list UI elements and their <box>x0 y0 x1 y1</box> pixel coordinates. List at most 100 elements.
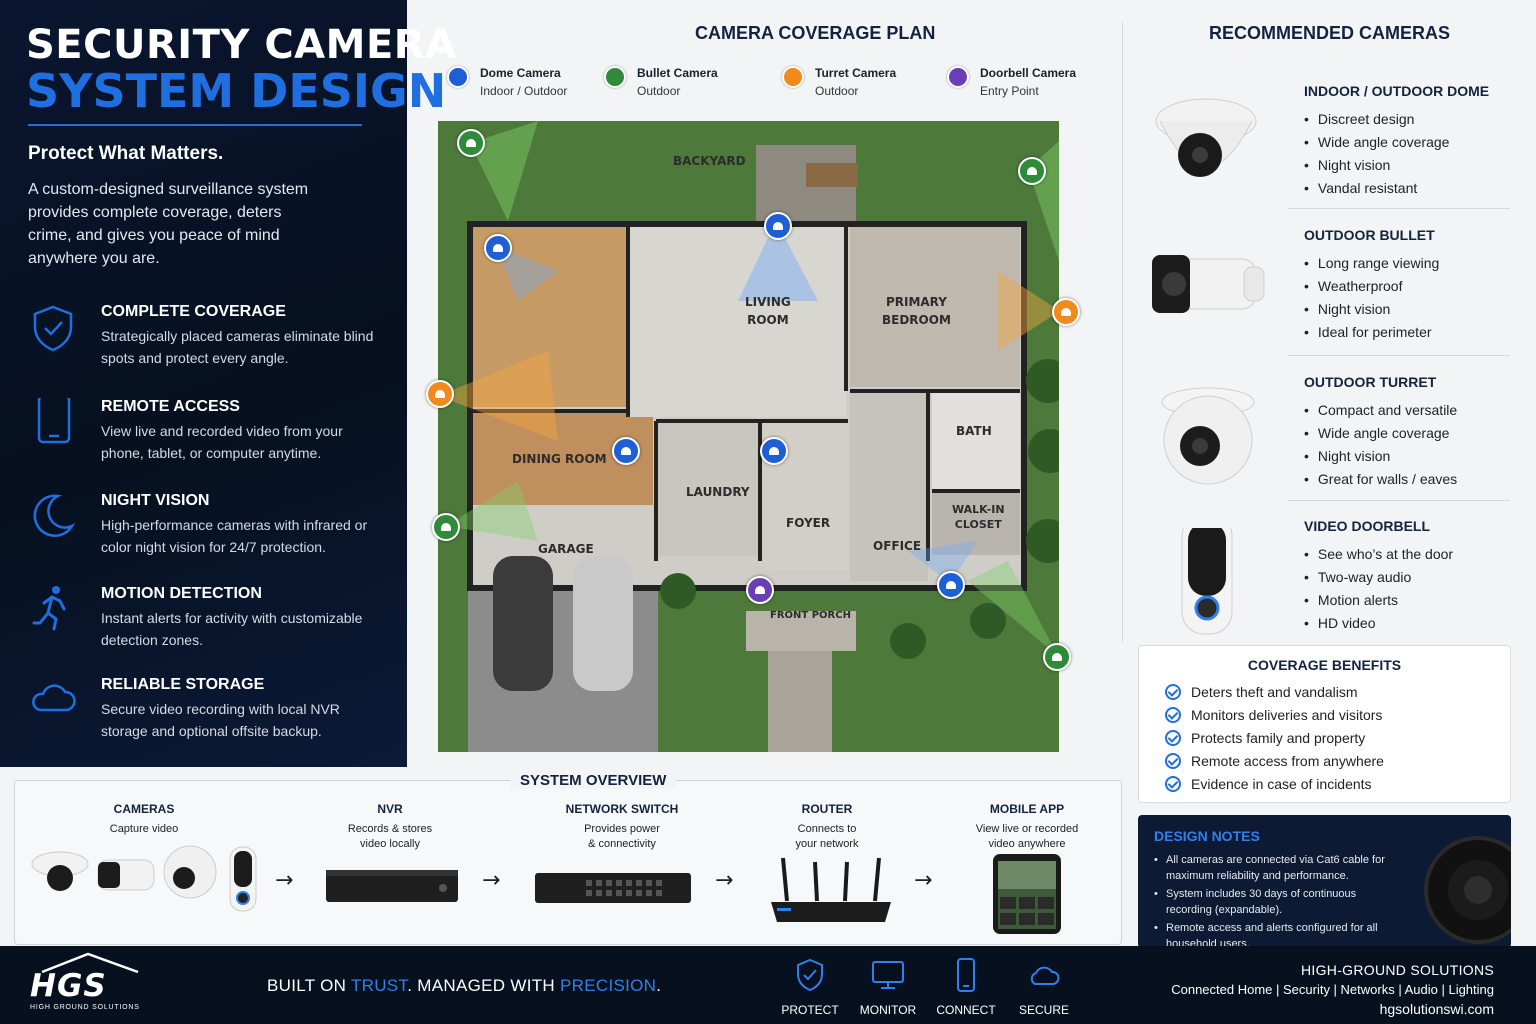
design-notes: DESIGN NOTES All cameras are connected v… <box>1138 815 1511 948</box>
step-title: ROUTER <box>801 802 853 816</box>
feature-desc: High-performance cameras with infrared o… <box>101 517 368 555</box>
dome-camera-marker[interactable] <box>760 437 788 465</box>
feature-remote-access: REMOTE ACCESS View live and recorded vid… <box>28 398 388 468</box>
product-features: Long range viewing Weatherproof Night vi… <box>1304 252 1439 344</box>
arrow-right-icon: → <box>275 868 294 893</box>
room-primary-bedroom: PRIMARY BEDROOM <box>882 295 951 327</box>
product-feature: Discreet design <box>1304 108 1449 131</box>
benefit-label: Evidence in case of incidents <box>1191 776 1372 792</box>
shield-check-icon <box>797 958 823 992</box>
legend-sub: Outdoor <box>637 84 681 98</box>
system-title: SYSTEM OVERVIEW <box>510 772 677 789</box>
product-feature: Motion alerts <box>1304 589 1453 612</box>
footer <box>0 946 1536 1024</box>
feature-title: MOTION DETECTION <box>101 585 262 602</box>
room-bath: BATH <box>956 424 992 438</box>
product-feature: Two-way audio <box>1304 566 1453 589</box>
bullet-camera-marker[interactable] <box>432 513 460 541</box>
divider <box>1288 355 1510 356</box>
mobile-app-icon <box>993 854 1061 934</box>
footer-monitor: MONITOR <box>853 958 923 1017</box>
room-living: LIVING ROOM <box>745 295 791 327</box>
company-info: HIGH-GROUND SOLUTIONS Connected Home | S… <box>1171 962 1494 1017</box>
product-title: VIDEO DOORBELL <box>1304 518 1431 534</box>
product-turret: OUTDOOR TURRET Compact and versatile Wid… <box>1148 374 1510 514</box>
bullet-camera-icon <box>1152 255 1265 313</box>
title-line-2: SYSTEM DESIGN <box>26 64 447 118</box>
company-website[interactable]: hgsolutionswi.com <box>1379 1001 1494 1017</box>
feature-motion-detection: MOTION DETECTION Instant alerts for acti… <box>28 585 388 655</box>
product-bullet: OUTDOOR BULLET Long range viewing Weathe… <box>1148 227 1510 367</box>
feature-title: RELIABLE STORAGE <box>101 676 265 693</box>
step-router: ROUTER Connects to your network <box>742 802 912 852</box>
turret-camera-marker[interactable] <box>426 380 454 408</box>
product-title: OUTDOOR BULLET <box>1304 227 1435 243</box>
logo-text: HGS <box>30 968 107 1004</box>
legend-sub: Outdoor <box>815 84 859 98</box>
product-feature: Night vision <box>1304 154 1449 177</box>
divider <box>1288 208 1510 209</box>
dome-camera-icon <box>447 66 469 88</box>
legend-dome: Dome Camera Indoor / Outdoor <box>447 66 597 102</box>
doorbell-icon <box>1181 528 1233 635</box>
legend-sub: Entry Point <box>980 84 1039 98</box>
product-feature: See who’s at the door <box>1304 543 1453 566</box>
benefit-label: Monitors deliveries and visitors <box>1191 707 1383 723</box>
step-desc: Provides power & connectivity <box>584 823 660 850</box>
product-features: See who’s at the door Two-way audio Moti… <box>1304 543 1453 635</box>
bullet-camera-marker[interactable] <box>1043 643 1071 671</box>
dome-camera-marker[interactable] <box>937 571 965 599</box>
footer-connect: CONNECT <box>931 958 1001 1017</box>
dome-camera-icon <box>1155 98 1257 177</box>
note-item: All cameras are connected via Cat6 cable… <box>1154 852 1404 884</box>
coverage-benefits: COVERAGE BENEFITS Deters theft and vanda… <box>1138 645 1511 803</box>
feature-title: COMPLETE COVERAGE <box>101 303 286 320</box>
footer-label: PROTECT <box>781 1003 839 1017</box>
slogan-highlight: TRUST <box>350 976 408 995</box>
note-item: Remote access and alerts configured for … <box>1154 920 1404 948</box>
left-panel: SECURITY CAMERA SYSTEM DESIGN Protect Wh… <box>0 0 456 767</box>
turret-camera-marker[interactable] <box>1052 298 1080 326</box>
phone-icon <box>957 958 975 992</box>
doorbell-camera-marker[interactable] <box>746 576 774 604</box>
title-line-1: SECURITY CAMERA <box>26 22 457 68</box>
benefit-item: Protects family and property <box>1165 730 1365 750</box>
column-divider <box>1122 22 1123 642</box>
step-cameras: CAMERAS Capture video <box>59 802 229 837</box>
tagline: Protect What Matters. <box>28 143 224 164</box>
doorbell-camera-icon <box>947 66 969 88</box>
feature-desc: View live and recorded video from your p… <box>101 423 343 461</box>
company-name: HIGH-GROUND SOLUTIONS <box>1301 962 1494 978</box>
bullet-camera-marker[interactable] <box>1018 157 1046 185</box>
slogan-part: . <box>656 976 662 995</box>
room-office: OFFICE <box>873 539 922 553</box>
shield-check-icon <box>33 305 73 352</box>
product-features: Compact and versatile Wide angle coverag… <box>1304 399 1457 491</box>
bullet-camera-marker[interactable] <box>457 129 485 157</box>
step-desc: Capture video <box>109 823 179 835</box>
cloud-icon <box>1030 966 1060 985</box>
footer-secure: SECURE <box>1009 958 1079 1017</box>
legend-sub: Indoor / Outdoor <box>480 84 568 98</box>
company-services: Connected Home | Security | Networks | A… <box>1171 982 1494 997</box>
legend-name: Doorbell Camera <box>980 66 1077 80</box>
feature-desc: Strategically placed cameras eliminate b… <box>101 328 374 366</box>
dome-camera-marker[interactable] <box>764 212 792 240</box>
product-title: OUTDOOR TURRET <box>1304 374 1437 390</box>
dome-camera-marker[interactable] <box>612 437 640 465</box>
step-mobile-app: MOBILE APP View live or recorded video a… <box>942 802 1112 852</box>
check-circle-icon <box>1165 707 1181 723</box>
turret-camera-icon <box>782 66 804 88</box>
step-network-switch: NETWORK SWITCH Provides power & connecti… <box>537 802 707 852</box>
check-circle-icon <box>1165 730 1181 746</box>
legend-bullet: Bullet Camera Outdoor <box>604 66 754 102</box>
step-title: MOBILE APP <box>989 802 1065 816</box>
benefit-item: Deters theft and vandalism <box>1165 684 1358 704</box>
legend-turret: Turret Camera Outdoor <box>782 66 932 102</box>
check-circle-icon <box>1165 753 1181 769</box>
footer-label: SECURE <box>1018 1003 1069 1017</box>
camera-lens-icon <box>1424 836 1511 944</box>
dome-camera-marker[interactable] <box>484 234 512 262</box>
step-nvr: NVR Records & stores video locally <box>305 802 475 852</box>
legend-doorbell: Doorbell Camera Entry Point <box>947 66 1097 102</box>
